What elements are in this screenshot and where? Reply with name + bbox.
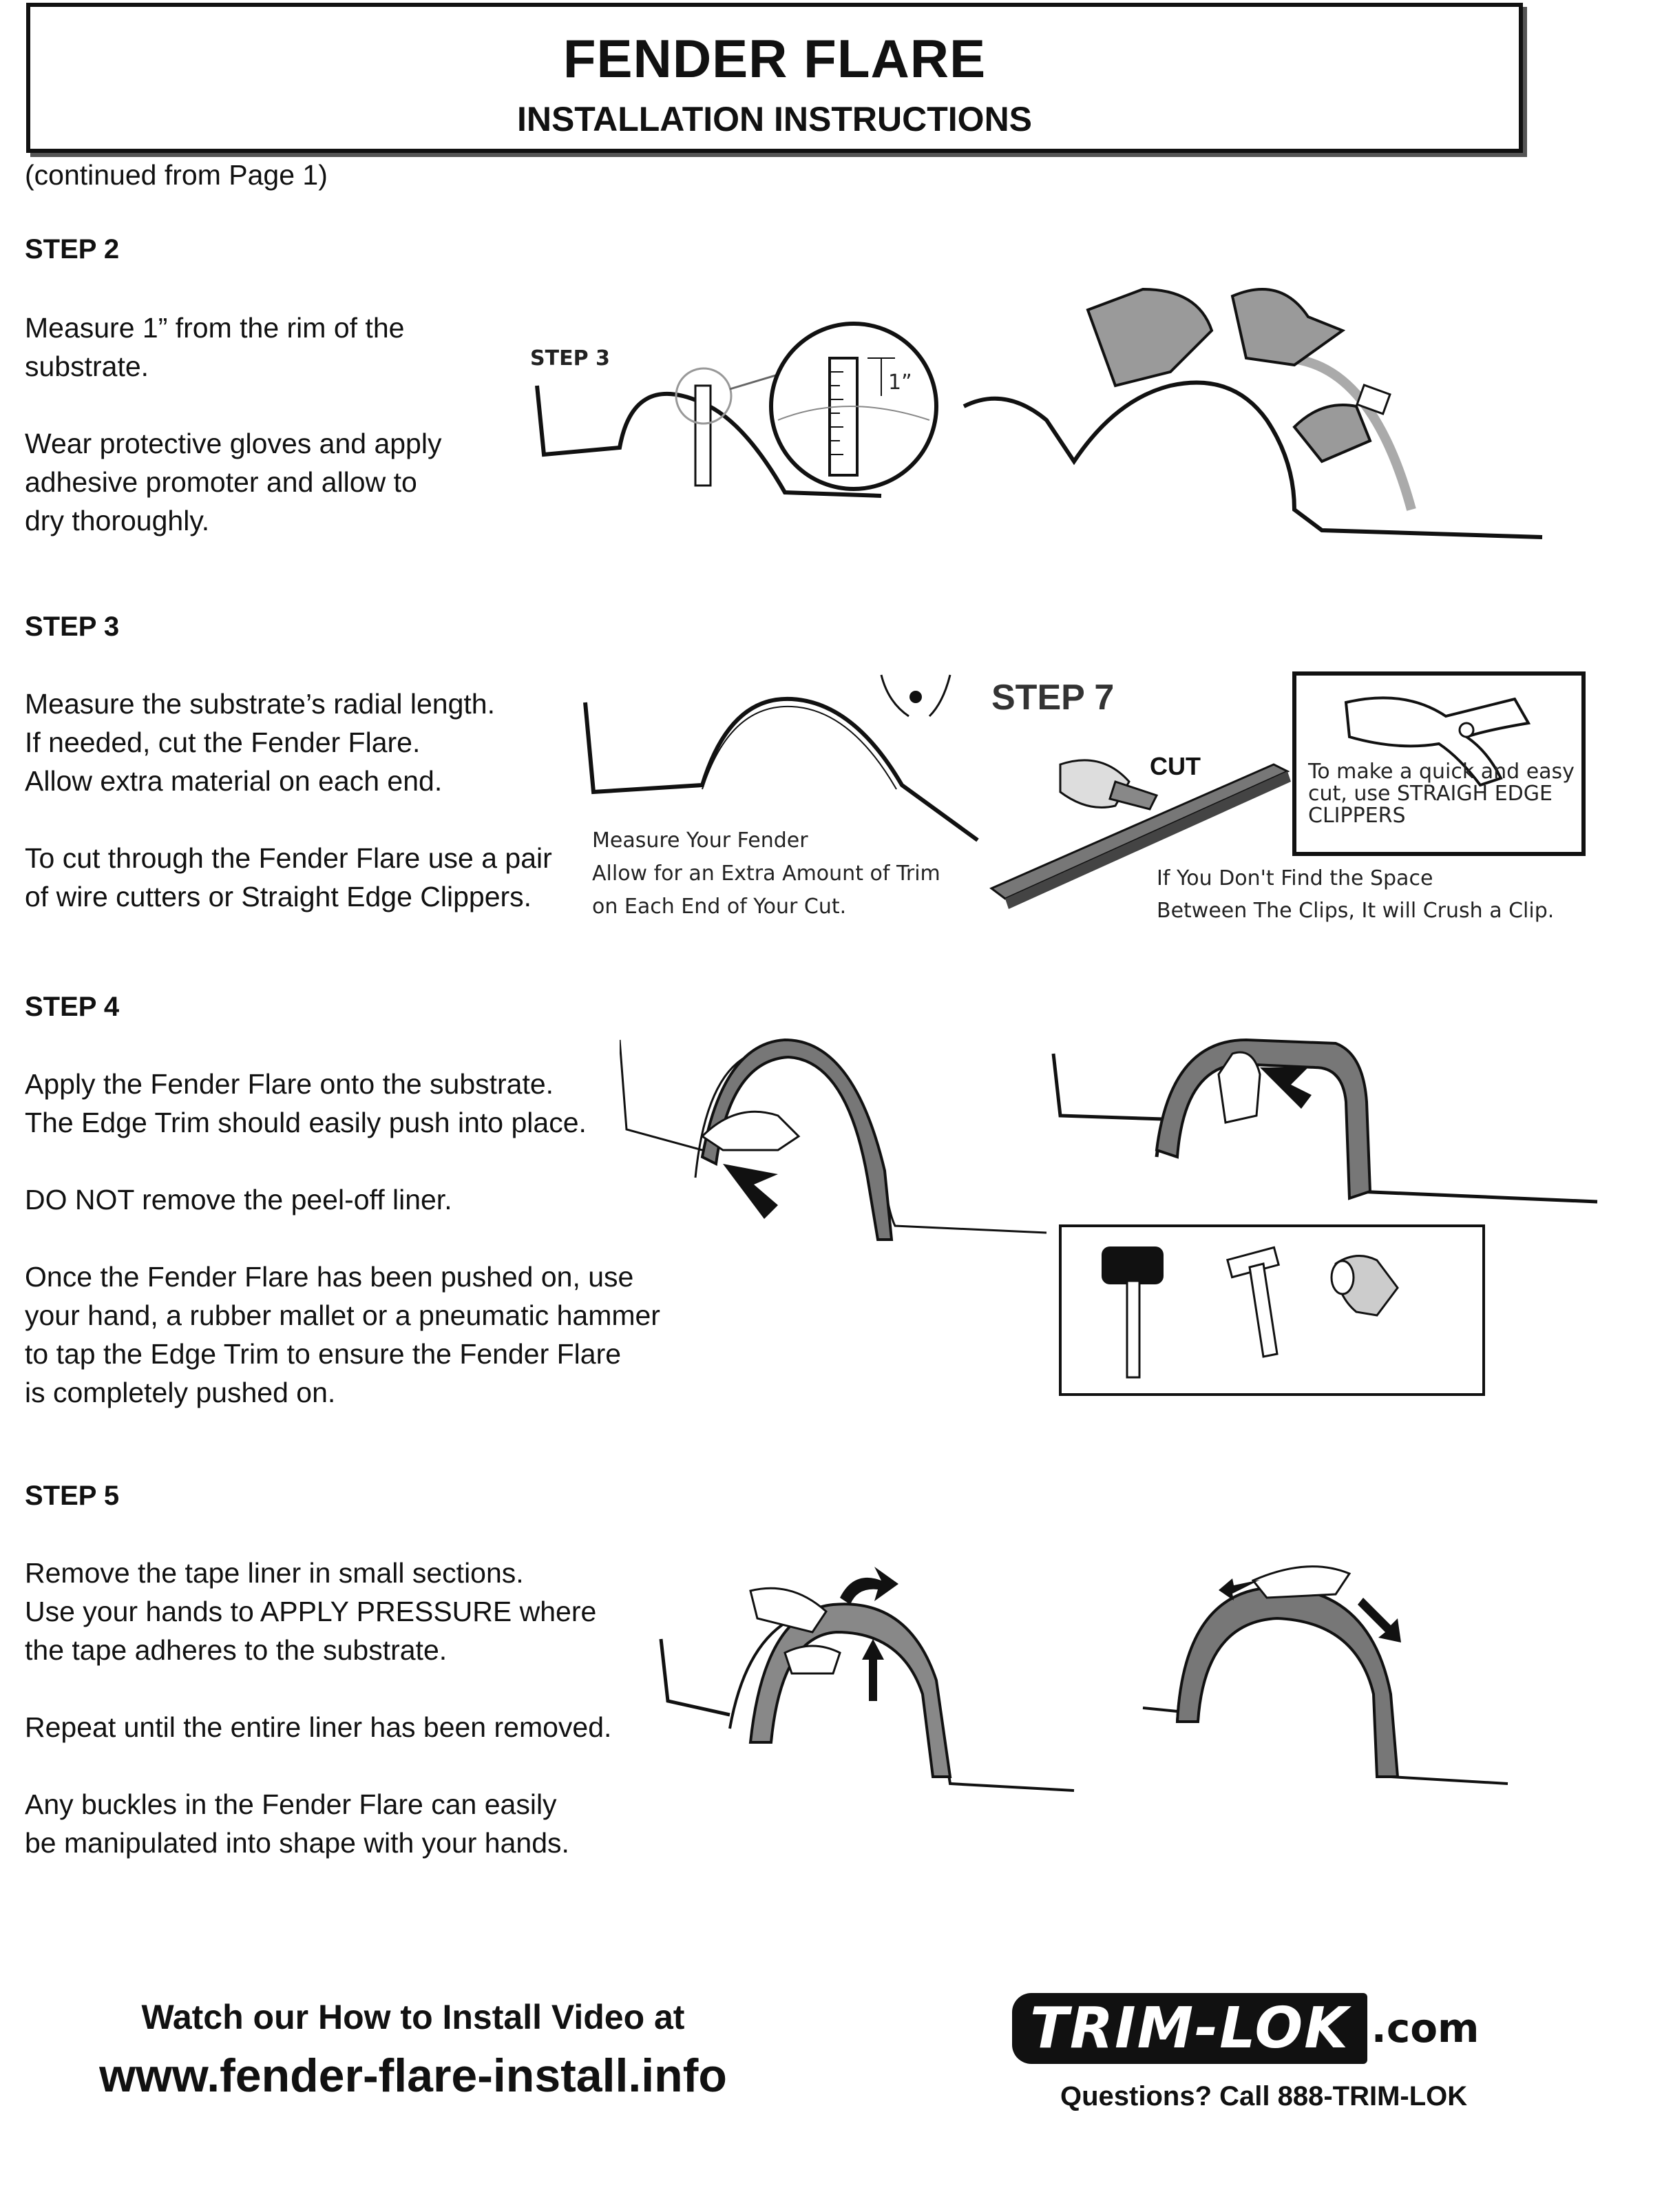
push-arrow-icon (723, 1164, 778, 1219)
measure-arch (583, 696, 979, 842)
clipper-icon (1108, 780, 1159, 811)
left-arrow-icon (1219, 1578, 1260, 1600)
ruler (694, 384, 712, 487)
warning-line-2: Between The Clips, It will Crush a Clip. (1157, 899, 1554, 923)
continued-note: (continued from Page 1) (25, 159, 328, 191)
flare-liner-piece (748, 1603, 952, 1778)
step-4-body: Apply the Fender Flare onto the substrat… (25, 1068, 660, 1408)
step-7-label: STEP 7 (991, 678, 1114, 718)
gloved-hand-wipe-icon (1292, 404, 1372, 463)
step-5-heading: STEP 5 (25, 1481, 120, 1511)
step-4-illustration (620, 1038, 1598, 1396)
clipper-tip-box (1292, 671, 1586, 856)
step-3-body: Measure the substrate’s radial length. I… (25, 688, 552, 912)
step-5-illustration (659, 1565, 1508, 1792)
pushing-hand-icon (700, 1110, 801, 1151)
step-2-body: Measure 1” from the rim of the substrate… (25, 312, 442, 536)
gloved-hand-left-icon (1086, 287, 1214, 388)
install-url-link[interactable]: www.fender-flare-install.info (99, 2049, 727, 2102)
press-up-arrow-icon (862, 1639, 884, 1701)
fender-flare-piece-right (1155, 1038, 1372, 1200)
gloved-hand-top-icon (1230, 288, 1346, 367)
right-arrow-icon (1358, 1598, 1401, 1642)
tap-arrow-icon (1260, 1067, 1312, 1109)
measure-note-line-2: Allow for an Extra Amount of Trim (592, 862, 940, 886)
title-box: FENDER FLARE INSTALLATION INSTRUCTIONS (26, 3, 1523, 153)
tip-line-3: CLIPPERS (1308, 804, 1406, 828)
one-inch-label: 1” (888, 371, 912, 395)
questions-contact: Questions? Call 888-TRIM-LOK (1060, 2081, 1468, 2111)
cut-label: CUT (1150, 752, 1201, 780)
tip-line-1: To make a quick and easy (1307, 760, 1575, 784)
illustration-step3-label: STEP 3 (530, 346, 610, 371)
step-3-illustration: Measure Your Fender Allow for an Extra A… (583, 671, 1586, 923)
fender-flare-piece (700, 1038, 894, 1241)
document-title: FENDER FLARE (562, 28, 987, 89)
step-5-body: Remove the tape liner in small sections.… (25, 1557, 612, 1859)
peeling-hand-icon (749, 1587, 828, 1634)
rubber-mallet-icon (1102, 1246, 1164, 1284)
warning-line-1: If You Don't Find the Space (1157, 866, 1433, 890)
trim-lok-logo: TRIM-LOK .com (1012, 1990, 1480, 2066)
smoothing-hand-icon (1251, 1565, 1351, 1599)
fender-edge-highlight (1280, 353, 1416, 511)
step-2-illustration: STEP 3 1” (530, 287, 1543, 539)
video-line: Watch our How to Install Video at (141, 1998, 685, 2036)
peel-arrow-icon (840, 1567, 898, 1605)
step-4-heading: STEP 4 (25, 992, 120, 1022)
measure-note-line-1: Measure Your Fender (592, 828, 808, 853)
tip-line-2: cut, use STRAIGH EDGE (1308, 782, 1553, 806)
brand-tld: .com (1371, 2005, 1480, 2052)
measure-note-line-3: on Each End of Your Cut. (592, 895, 846, 919)
flare-pressed-piece (1175, 1585, 1400, 1778)
step-2-heading: STEP 2 (25, 234, 120, 264)
pressing-hand-icon (783, 1645, 841, 1675)
brand-mark: TRIM-LOK (1012, 1992, 1367, 2064)
document-subtitle: INSTALLATION INSTRUCTIONS (516, 100, 1033, 138)
tapping-hand-icon (1217, 1051, 1261, 1124)
step-3-heading: STEP 3 (25, 612, 120, 642)
